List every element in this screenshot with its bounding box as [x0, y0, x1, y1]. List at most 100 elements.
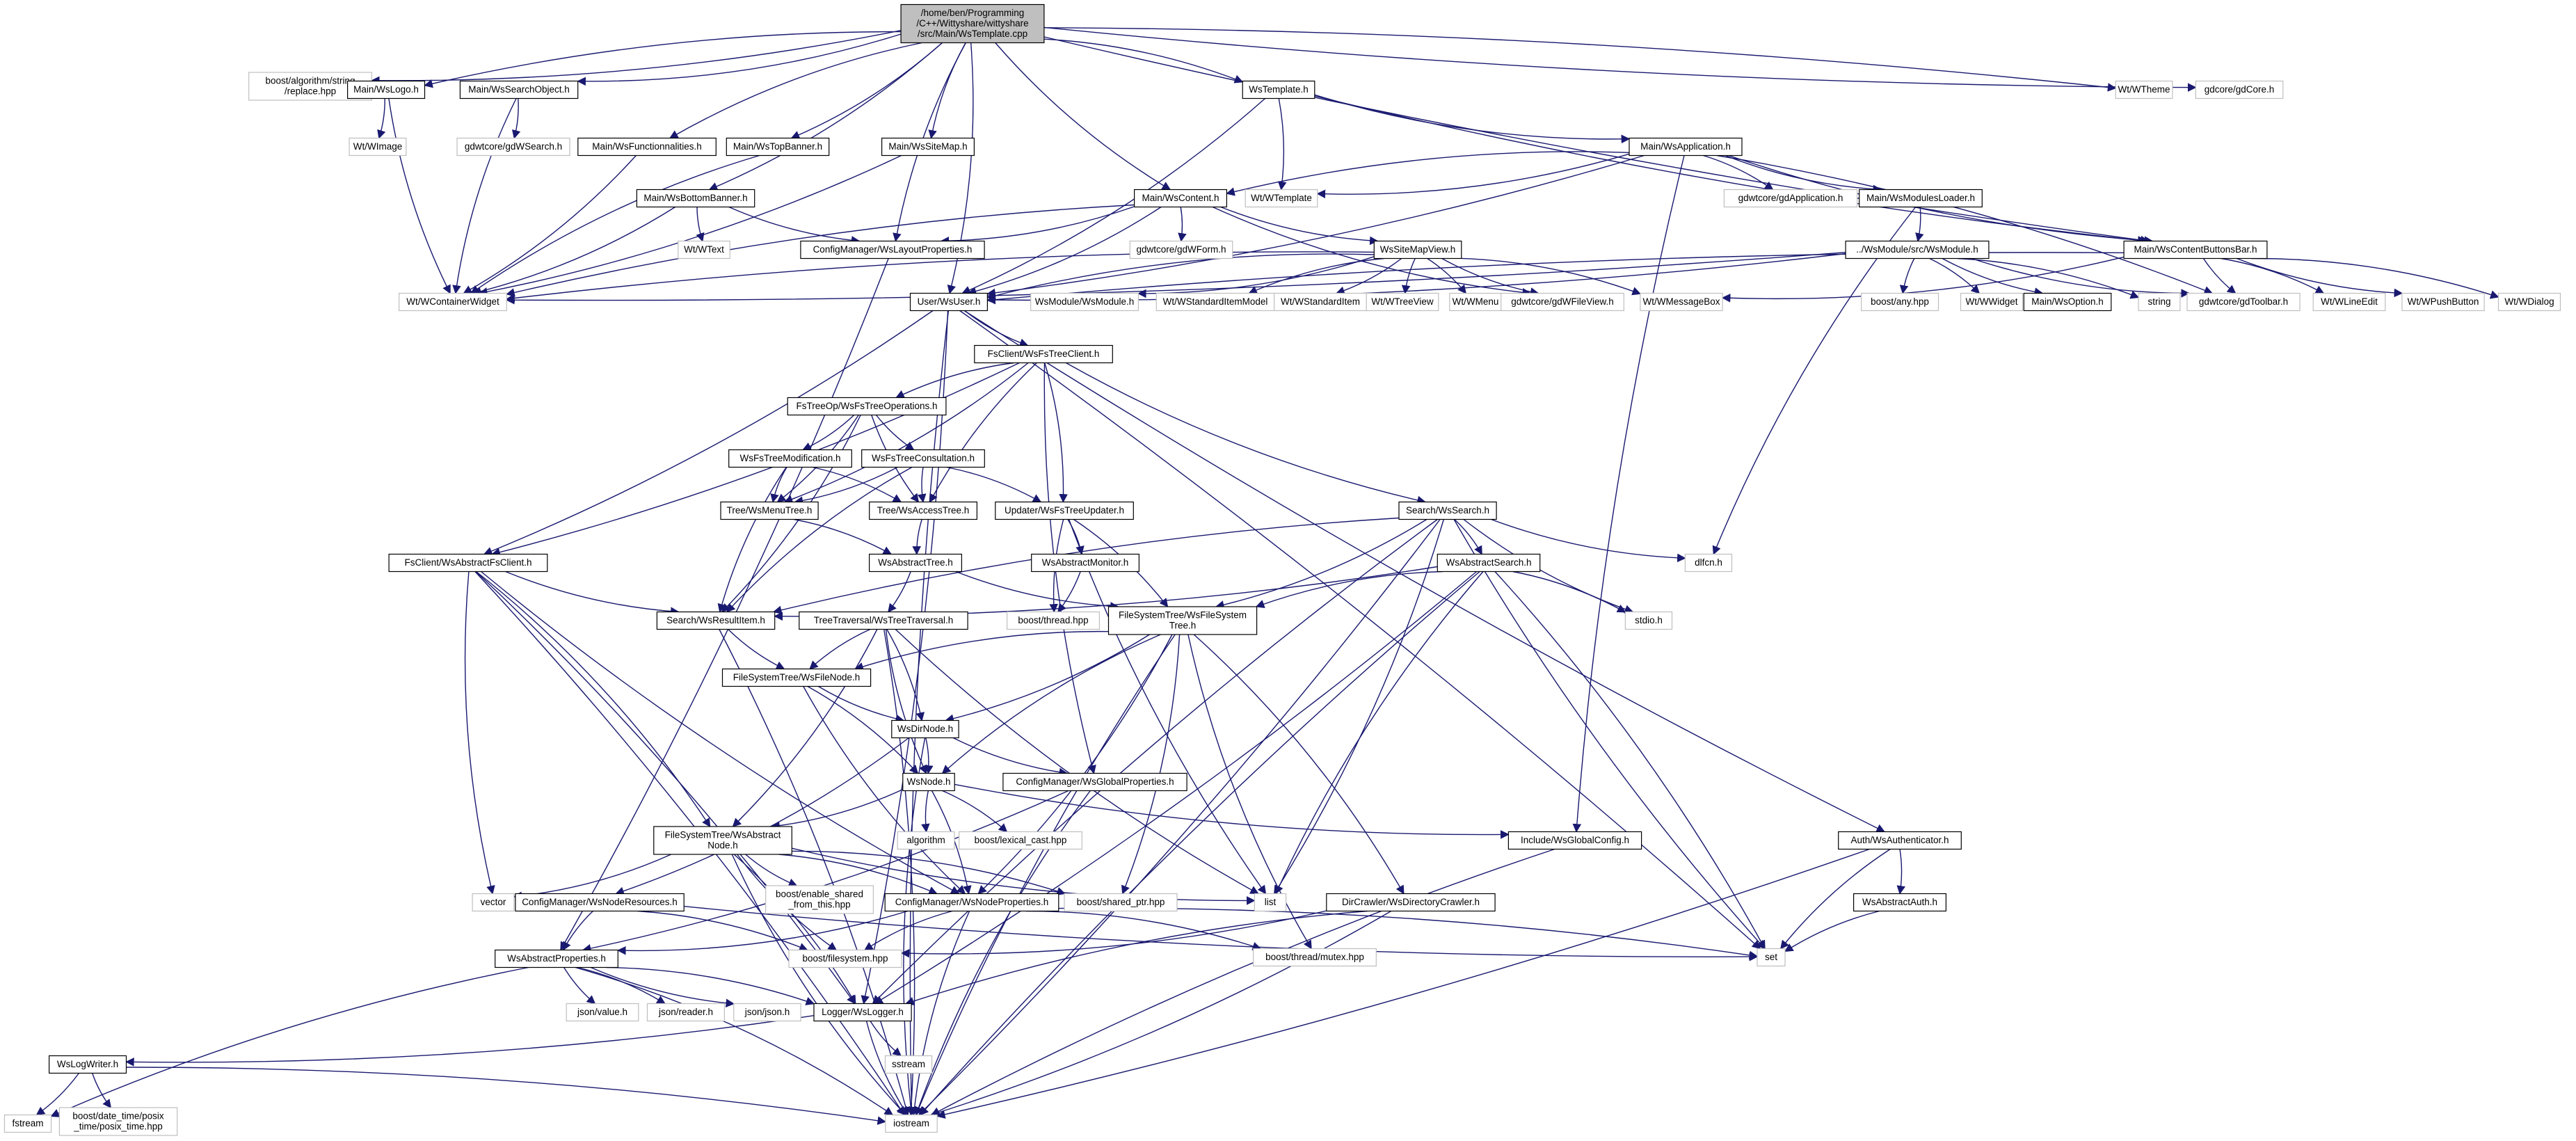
graph-node-jsonjson: json/json.h: [733, 1003, 801, 1022]
graph-node-fstreecons[interactable]: WsFsTreeConsultation.h: [861, 449, 985, 468]
node-box: [1253, 948, 1377, 967]
node-label: WsAbstractMonitor.h: [1042, 557, 1129, 568]
include-edge-cfglayout-to-absprops: [560, 258, 889, 951]
node-label: WsLogWriter.h: [57, 1059, 118, 1069]
node-box: [1129, 240, 1233, 260]
graph-node-fstreemod[interactable]: WsFsTreeModification.h: [728, 449, 852, 468]
node-label: gdwtcore/gdToolbar.h: [2199, 296, 2288, 307]
node-box: [678, 240, 730, 260]
graph-node-absmonitor[interactable]: WsAbstractMonitor.h: [1031, 553, 1139, 573]
graph-node-wsfunc[interactable]: Main/WsFunctionnalities.h: [577, 137, 717, 157]
node-label: sstream: [892, 1059, 925, 1069]
graph-node-cfglayout[interactable]: ConfigManager/WsLayoutProperties.h: [800, 240, 985, 260]
graph-node-wscontentbuttons[interactable]: Main/WsContentButtonsBar.h: [2123, 240, 2268, 260]
graph-node-absauth[interactable]: WsAbstractAuth.h: [1853, 893, 1947, 912]
include-edge-root-to-wsfunc: [669, 42, 922, 139]
include-edge-globalconfig-to-iostream: [931, 848, 1555, 1116]
graph-node-wssitemapview[interactable]: WsSiteMapView.h: [1373, 240, 1462, 260]
include-edge-treetrav-to-list: [895, 628, 1259, 895]
include-edge-wslogo-to-wimage: [377, 98, 386, 139]
graph-node-wsapp[interactable]: Main/WsApplication.h: [1629, 137, 1743, 157]
graph-node-wsuser[interactable]: User/WsUser.h: [909, 292, 989, 312]
graph-node-wssearchobj[interactable]: Main/WsSearchObject.h: [459, 80, 579, 99]
include-edge-wsnode-to-absnode: [771, 788, 904, 830]
graph-node-search[interactable]: Search/WsSearch.h: [1398, 501, 1497, 520]
graph-node-wstemplate_h[interactable]: WsTemplate.h: [1242, 80, 1315, 99]
graph-node-wsbottombanner[interactable]: Main/WsBottomBanner.h: [636, 189, 755, 208]
graph-node-absfsclient[interactable]: FsClient/WsAbstractFsClient.h: [388, 553, 548, 573]
include-edge-fsystree-to-iostream: [915, 634, 1176, 1116]
graph-node-vector: vector: [472, 893, 515, 912]
graph-node-logger[interactable]: Logger/WsLogger.h: [813, 1003, 912, 1022]
graph-node-noderesources[interactable]: ConfigManager/WsNodeResources.h: [515, 893, 685, 912]
graph-node-wmenu: Wt/WMenu: [1449, 292, 1502, 312]
include-edge-wstemplate_h-to-wscontentbuttons: [1314, 95, 2147, 245]
node-box: [456, 137, 570, 157]
graph-node-dlfcn: dlfcn.h: [1684, 553, 1733, 573]
graph-node-nodeprops[interactable]: ConfigManager/WsNodeProperties.h: [884, 893, 1059, 912]
include-edge-fstreeclient-to-fstreeops: [895, 362, 1014, 399]
node-box: [728, 449, 852, 468]
node-label: Wt/WText: [684, 244, 724, 255]
graph-node-wslogo[interactable]: Main/WsLogo.h: [347, 80, 426, 99]
node-label: FsClient/WsAbstractFsClient.h: [404, 557, 531, 568]
graph-node-absprops[interactable]: WsAbstractProperties.h: [495, 949, 618, 968]
graph-node-dirnode[interactable]: WsDirNode.h: [891, 719, 959, 739]
include-edge-dircrawler-to-logger: [905, 910, 1368, 1005]
node-label: WsTemplate.h: [1249, 84, 1309, 95]
graph-node-globalprops[interactable]: ConfigManager/WsGlobalProperties.h: [1002, 772, 1187, 792]
include-edge-nodeprops-to-threadmutex: [1025, 910, 1262, 950]
node-box: [2497, 292, 2561, 312]
graph-node-wsmodule_h[interactable]: ../WsModule/src/WsModule.h: [1845, 240, 1990, 260]
node-box: [3, 1114, 52, 1133]
graph-node-fstreeops[interactable]: FsTreeOp/WsFsTreeOperations.h: [787, 397, 947, 416]
graph-node-logwriter[interactable]: WsLogWriter.h: [48, 1055, 127, 1074]
node-label: stdio.h: [1635, 615, 1663, 625]
graph-node-accesstree[interactable]: Tree/WsAccessTree.h: [869, 501, 977, 520]
graph-node-fstreeclient[interactable]: FsClient/WsFsTreeClient.h: [974, 344, 1113, 364]
graph-node-abssearch[interactable]: WsAbstractSearch.h: [1437, 553, 1541, 573]
include-edge-wssitemapview-to-wmenu: [1427, 257, 1466, 294]
node-label: dlfcn.h: [1695, 557, 1722, 568]
graph-node-wssitemap[interactable]: Main/WsSiteMap.h: [881, 137, 975, 157]
graph-node-wsoption[interactable]: Main/WsOption.h: [2023, 292, 2112, 312]
include-edge-wsuser-to-set: [959, 310, 1761, 950]
graph-node-dircrawler[interactable]: DirCrawler/WsDirectoryCrawler.h: [1326, 893, 1496, 912]
graph-node-resultitem[interactable]: Search/WsResultItem.h: [656, 611, 776, 630]
include-edge-absprops-to-jsonjson: [590, 966, 735, 1008]
graph-node-filenode[interactable]: FileSystemTree/WsFileNode.h: [721, 668, 872, 687]
include-edge-logwriter-to-posixtime: [92, 1073, 112, 1109]
graph-node-wstopbanner[interactable]: Main/WsTopBanner.h: [726, 137, 830, 157]
include-edge-absnode-to-nodeprops: [778, 854, 938, 895]
graph-node-globalconfig[interactable]: Include/WsGlobalConfig.h: [1507, 831, 1642, 850]
node-box: [2312, 292, 2386, 312]
graph-node-wsmodloader[interactable]: Main/WsModulesLoader.h: [1859, 189, 1983, 208]
node-label: fstream: [12, 1118, 43, 1128]
node-box: [472, 893, 515, 912]
node-label: vector: [481, 897, 506, 907]
node-box: [1838, 831, 1962, 850]
graph-node-wsnode[interactable]: WsNode.h: [902, 772, 955, 792]
include-edge-wsfunc-to-wcontainer: [463, 155, 637, 294]
graph-node-wlineedit: Wt/WLineEdit: [2312, 292, 2386, 312]
include-edge-nodeprops-to-absprops: [617, 910, 909, 955]
node-box: [959, 831, 1082, 850]
include-edge-abssearch-to-set: [1494, 571, 1766, 950]
node-label: Wt/WStandardItemModel: [1163, 296, 1268, 307]
node-box: [566, 1003, 639, 1022]
node-label: WsAbstractAuth.h: [1862, 897, 1937, 907]
graph-node-authenticator[interactable]: Auth/WsAuthenticator.h: [1838, 831, 1962, 850]
graph-node-fsupdater[interactable]: Updater/WsFsTreeUpdater.h: [995, 501, 1134, 520]
include-edge-wsapp-to-wscontent: [1226, 151, 1630, 196]
node-box: [1326, 893, 1496, 912]
include-edge-root-to-wttheme: [1043, 27, 2117, 92]
graph-node-wscontent[interactable]: Main/WsContent.h: [1133, 189, 1227, 208]
graph-node-menutree[interactable]: Tree/WsMenuTree.h: [720, 501, 819, 520]
include-edge-logwriter-to-iostream: [126, 1067, 887, 1125]
graph-node-treetrav[interactable]: TreeTraversal/WsTreeTraversal.h: [799, 611, 968, 630]
graph-node-root[interactable]: /home/ben/Programming/C++/Wittyshare/wit…: [900, 3, 1045, 44]
graph-node-abstracttree[interactable]: WsAbstractTree.h: [868, 553, 962, 573]
include-edge-treetrav-to-iostream: [883, 629, 916, 1116]
